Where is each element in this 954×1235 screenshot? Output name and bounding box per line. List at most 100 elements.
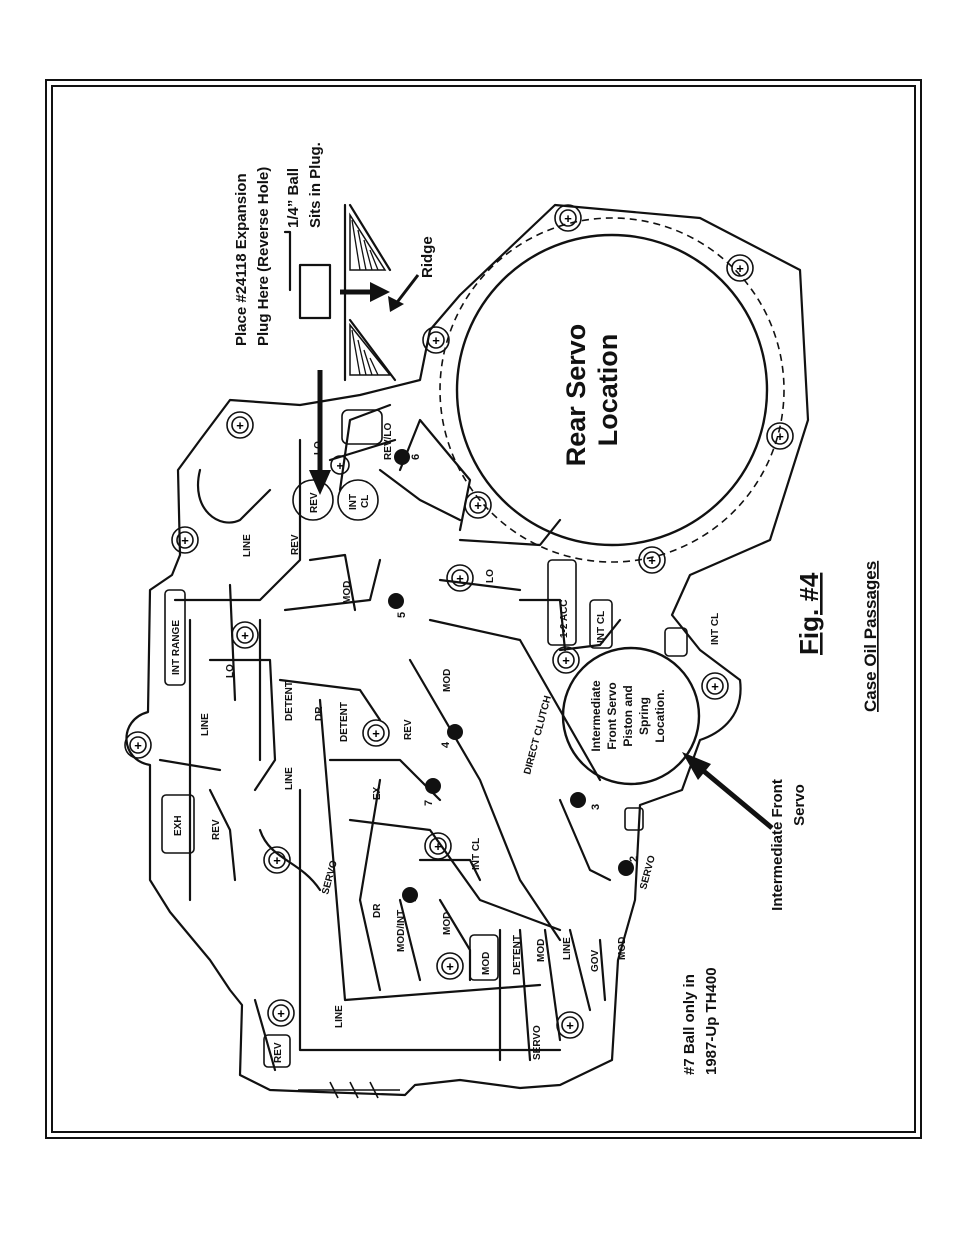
passage-label: DETENT [339, 702, 350, 742]
passage-label: LINE [562, 937, 573, 960]
rev-hole [292, 479, 334, 521]
passage-label: REV [273, 1042, 284, 1063]
svg-text:+: + [776, 429, 784, 444]
bolt-hole: + [424, 832, 452, 860]
passage-label: INT CL [596, 611, 607, 643]
passage-label: INT [348, 494, 359, 510]
passage-label: LO [485, 569, 496, 583]
case-plate-outline [125, 203, 810, 1097]
check-ball-5 [388, 593, 404, 609]
front-servo-text-line: Front Servo [605, 682, 619, 749]
passage-label: MOD/INT [396, 910, 407, 952]
passage-label: INT CL [471, 838, 482, 870]
passage-label: LINE [242, 534, 253, 557]
front-servo-text-line: Intermediate [589, 680, 603, 752]
check-ball-4 [447, 724, 463, 740]
bolt-hole: + [766, 422, 794, 450]
svg-text:+: + [456, 571, 464, 586]
passage-label: INT RANGE [171, 620, 182, 675]
bolt-hole: + [362, 719, 390, 747]
passage-label: REV [309, 492, 320, 513]
passage-label: DETENT [512, 935, 523, 975]
rear-servo-dashed-ring [439, 217, 785, 563]
bolt-hole: + [554, 204, 582, 232]
bolt-hole: + [124, 731, 152, 759]
passage-label: MOD [342, 581, 353, 604]
passage-label: INT CL [710, 613, 721, 645]
inner-frame [51, 85, 916, 1133]
passage-label: MOD [442, 669, 453, 692]
check-ball-5-label: 5 [396, 612, 408, 618]
passage-label: LINE [284, 767, 295, 790]
svg-text:+: + [736, 261, 744, 276]
bolt-hole: + [422, 326, 450, 354]
svg-text:+: + [434, 839, 442, 854]
svg-text:+: + [564, 211, 572, 226]
svg-text:+: + [474, 498, 482, 513]
front-servo-arrowhead [682, 752, 711, 780]
passage-label: EX [372, 786, 383, 800]
ridge-label: Ridge [419, 236, 436, 278]
passage-label: MOD [536, 939, 547, 962]
svg-text:+: + [711, 679, 719, 694]
expansion-plug-label: Place #24118 Expansion [233, 173, 250, 346]
expansion-plug-label: Plug Here (Reverse Hole) [255, 167, 272, 346]
figure-title: Fig. #4 [794, 572, 824, 655]
front-servo-text-line: Spring [637, 697, 651, 735]
svg-text:+: + [562, 653, 570, 668]
figure-subtitle: Case Oil Passages [861, 561, 880, 712]
passage-label: LO [225, 664, 236, 678]
outer-frame [45, 79, 922, 1139]
passage-label: 1-2 ACC [559, 599, 570, 638]
bolt-hole: + [701, 672, 729, 700]
front-servo-callout: Intermediate Front [769, 779, 786, 911]
bolt-hole: + [171, 526, 199, 554]
bolt-hole: + [726, 254, 754, 282]
check-ball-7-label: 7 [423, 800, 435, 806]
bolt-hole: + [446, 564, 474, 592]
svg-text:+: + [566, 1018, 574, 1033]
check-ball-4-label: 4 [440, 741, 452, 748]
passage-label: EXH [173, 815, 184, 836]
check-ball-3-label: 3 [590, 804, 602, 810]
passage-label: REV [403, 719, 414, 740]
passage-label: LINE [334, 1005, 345, 1028]
check-ball-6 [394, 449, 410, 465]
check-ball-1-label: 1 [407, 896, 419, 902]
svg-text:+: + [648, 553, 656, 568]
svg-text:+: + [134, 738, 142, 753]
svg-text:+: + [236, 418, 244, 433]
passage-label: REV/LO [383, 423, 394, 460]
ball-7-note: #7 Ball only in [681, 974, 698, 1075]
passage-label: MOD [481, 952, 492, 975]
bolt-hole: + [556, 1011, 584, 1039]
plug-detail-inset [283, 203, 420, 382]
expansion-plug-arrowhead [309, 470, 331, 495]
passage-label: DR [314, 706, 325, 721]
bolt-hole: + [464, 491, 492, 519]
check-ball-1 [402, 887, 418, 903]
rear-servo-label: Location [593, 334, 623, 447]
svg-text:+: + [432, 333, 440, 348]
passage-label: DETENT [284, 681, 295, 721]
ball-7-note: 1987-Up TH400 [703, 967, 720, 1075]
svg-text:+: + [372, 726, 380, 741]
ball-plug-label: Sits in Plug. [307, 142, 324, 228]
front-servo-text-line: Piston and [621, 685, 635, 746]
bolt-hole: + [552, 646, 580, 674]
check-ball-3 [570, 792, 586, 808]
oil-channels [158, 403, 622, 1072]
int-cl-hole [337, 479, 379, 521]
bolt-hole: + [267, 999, 295, 1027]
passage-label: LINE [200, 713, 211, 736]
front-servo-callout: Servo [791, 784, 808, 826]
check-ball-2-label: 2 [628, 856, 640, 862]
bolt-hole: + [330, 455, 350, 475]
svg-text:+: + [277, 1006, 285, 1021]
passage-label: SERVO [638, 854, 658, 891]
bolt-hole: + [638, 546, 666, 574]
front-servo-text: Intermediate Front Servo Piston and Spri… [589, 680, 667, 752]
svg-text:+: + [273, 853, 281, 868]
passage-label: MOD [442, 912, 453, 935]
